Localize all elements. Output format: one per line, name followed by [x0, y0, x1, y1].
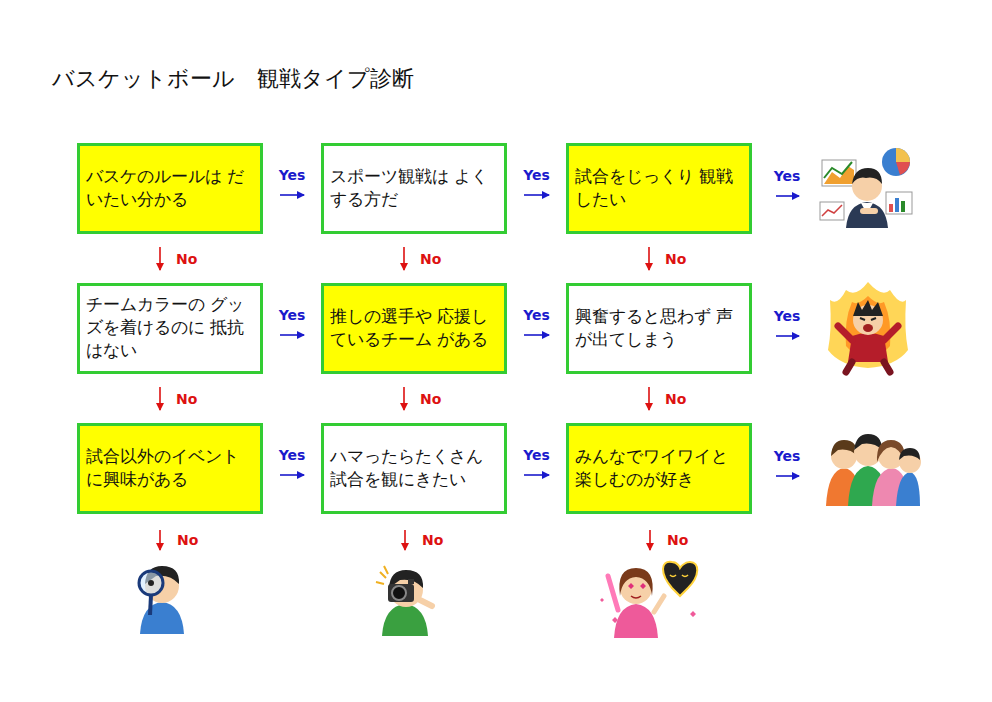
text-wrap: 興奮すると思わず 声が出てしまう: [575, 306, 743, 352]
flow-arrow: [159, 247, 161, 270]
edge-label: Yes: [522, 447, 551, 463]
group-figure: [826, 434, 921, 506]
edge-label: Yes: [522, 307, 551, 323]
question-text: みんなでワイワイと 楽しむのが好き: [575, 446, 743, 492]
text-wrap: 推しの選手や 応援しているチーム がある: [330, 306, 498, 352]
question-text: ハマったらたくさん 試合を観にきたい: [330, 446, 498, 492]
question-box: ハマったらたくさん 試合を観にきたい: [321, 423, 507, 514]
question-text: チームカラーの グッズを着けるのに 抵抗はない: [86, 294, 254, 362]
flow-arrow: [280, 334, 304, 336]
flow-arrow: [403, 247, 405, 270]
question-box: 試合以外のイベント に興味がある: [77, 423, 263, 514]
result-label: Yes: [773, 448, 802, 464]
flow-arrow: [648, 247, 650, 270]
text-wrap: チームカラーの グッズを着けるのに 抵抗はない: [86, 294, 254, 362]
result-label: Yes: [773, 168, 802, 184]
question-box: スポーツ観戦は よくする方だ: [321, 143, 507, 234]
question-box: 試合をじっくり 観戦したい: [566, 143, 752, 234]
edge-label: No: [664, 391, 687, 407]
edge-label: Yes: [278, 447, 307, 463]
text-wrap: ハマったらたくさん 試合を観にきたい: [330, 446, 498, 492]
question-box: バスケのルールは だいたい分かる: [77, 143, 263, 234]
result-label: No: [421, 532, 444, 548]
searcher-figure: [139, 566, 184, 634]
question-box: みんなでワイワイと 楽しむのが好き: [566, 423, 752, 514]
analyst-figure: [820, 148, 912, 228]
question-box: 推しの選手や 応援しているチーム がある: [321, 283, 507, 374]
question-text: 試合をじっくり 観戦したい: [575, 166, 743, 212]
flow-arrow: [524, 334, 549, 336]
question-box: チームカラーの グッズを着けるのに 抵抗はない: [77, 283, 263, 374]
question-text: 試合以外のイベント に興味がある: [86, 446, 254, 492]
excited-figure: [828, 282, 908, 372]
result-label: No: [666, 532, 689, 548]
diagram-title: バスケットボール 観戦タイプ診断: [52, 64, 414, 94]
flow-arrow: [280, 194, 304, 196]
edge-label: No: [175, 251, 198, 267]
edge-label: No: [664, 251, 687, 267]
question-text: バスケのルールは だいたい分かる: [86, 166, 254, 212]
text-wrap: 試合をじっくり 観戦したい: [575, 166, 743, 212]
edge-label: Yes: [522, 167, 551, 183]
edge-label: Yes: [278, 167, 307, 183]
text-wrap: みんなでワイワイと 楽しむのが好き: [575, 446, 743, 492]
result-label: Yes: [773, 308, 802, 324]
edge-label: Yes: [278, 307, 307, 323]
edge-label: No: [419, 251, 442, 267]
question-text: 推しの選手や 応援しているチーム がある: [330, 306, 498, 352]
text-wrap: バスケのルールは だいたい分かる: [86, 166, 254, 212]
question-text: スポーツ観戦は よくする方だ: [330, 166, 498, 212]
edge-label: No: [175, 391, 198, 407]
text-wrap: スポーツ観戦は よくする方だ: [330, 166, 498, 212]
flow-arrow: [403, 387, 405, 410]
flow-arrow: [524, 474, 549, 476]
text-wrap: 試合以外のイベント に興味がある: [86, 446, 254, 492]
question-box: 興奮すると思わず 声が出てしまう: [566, 283, 752, 374]
flow-arrow: [648, 387, 650, 410]
flow-arrow: [159, 387, 161, 410]
flow-arrow: [524, 194, 549, 196]
edge-label: No: [419, 391, 442, 407]
fan-figure: [600, 562, 697, 638]
photographer-figure: [376, 566, 432, 636]
flow-arrow: [280, 474, 304, 476]
result-label: No: [176, 532, 199, 548]
question-text: 興奮すると思わず 声が出てしまう: [575, 306, 743, 352]
